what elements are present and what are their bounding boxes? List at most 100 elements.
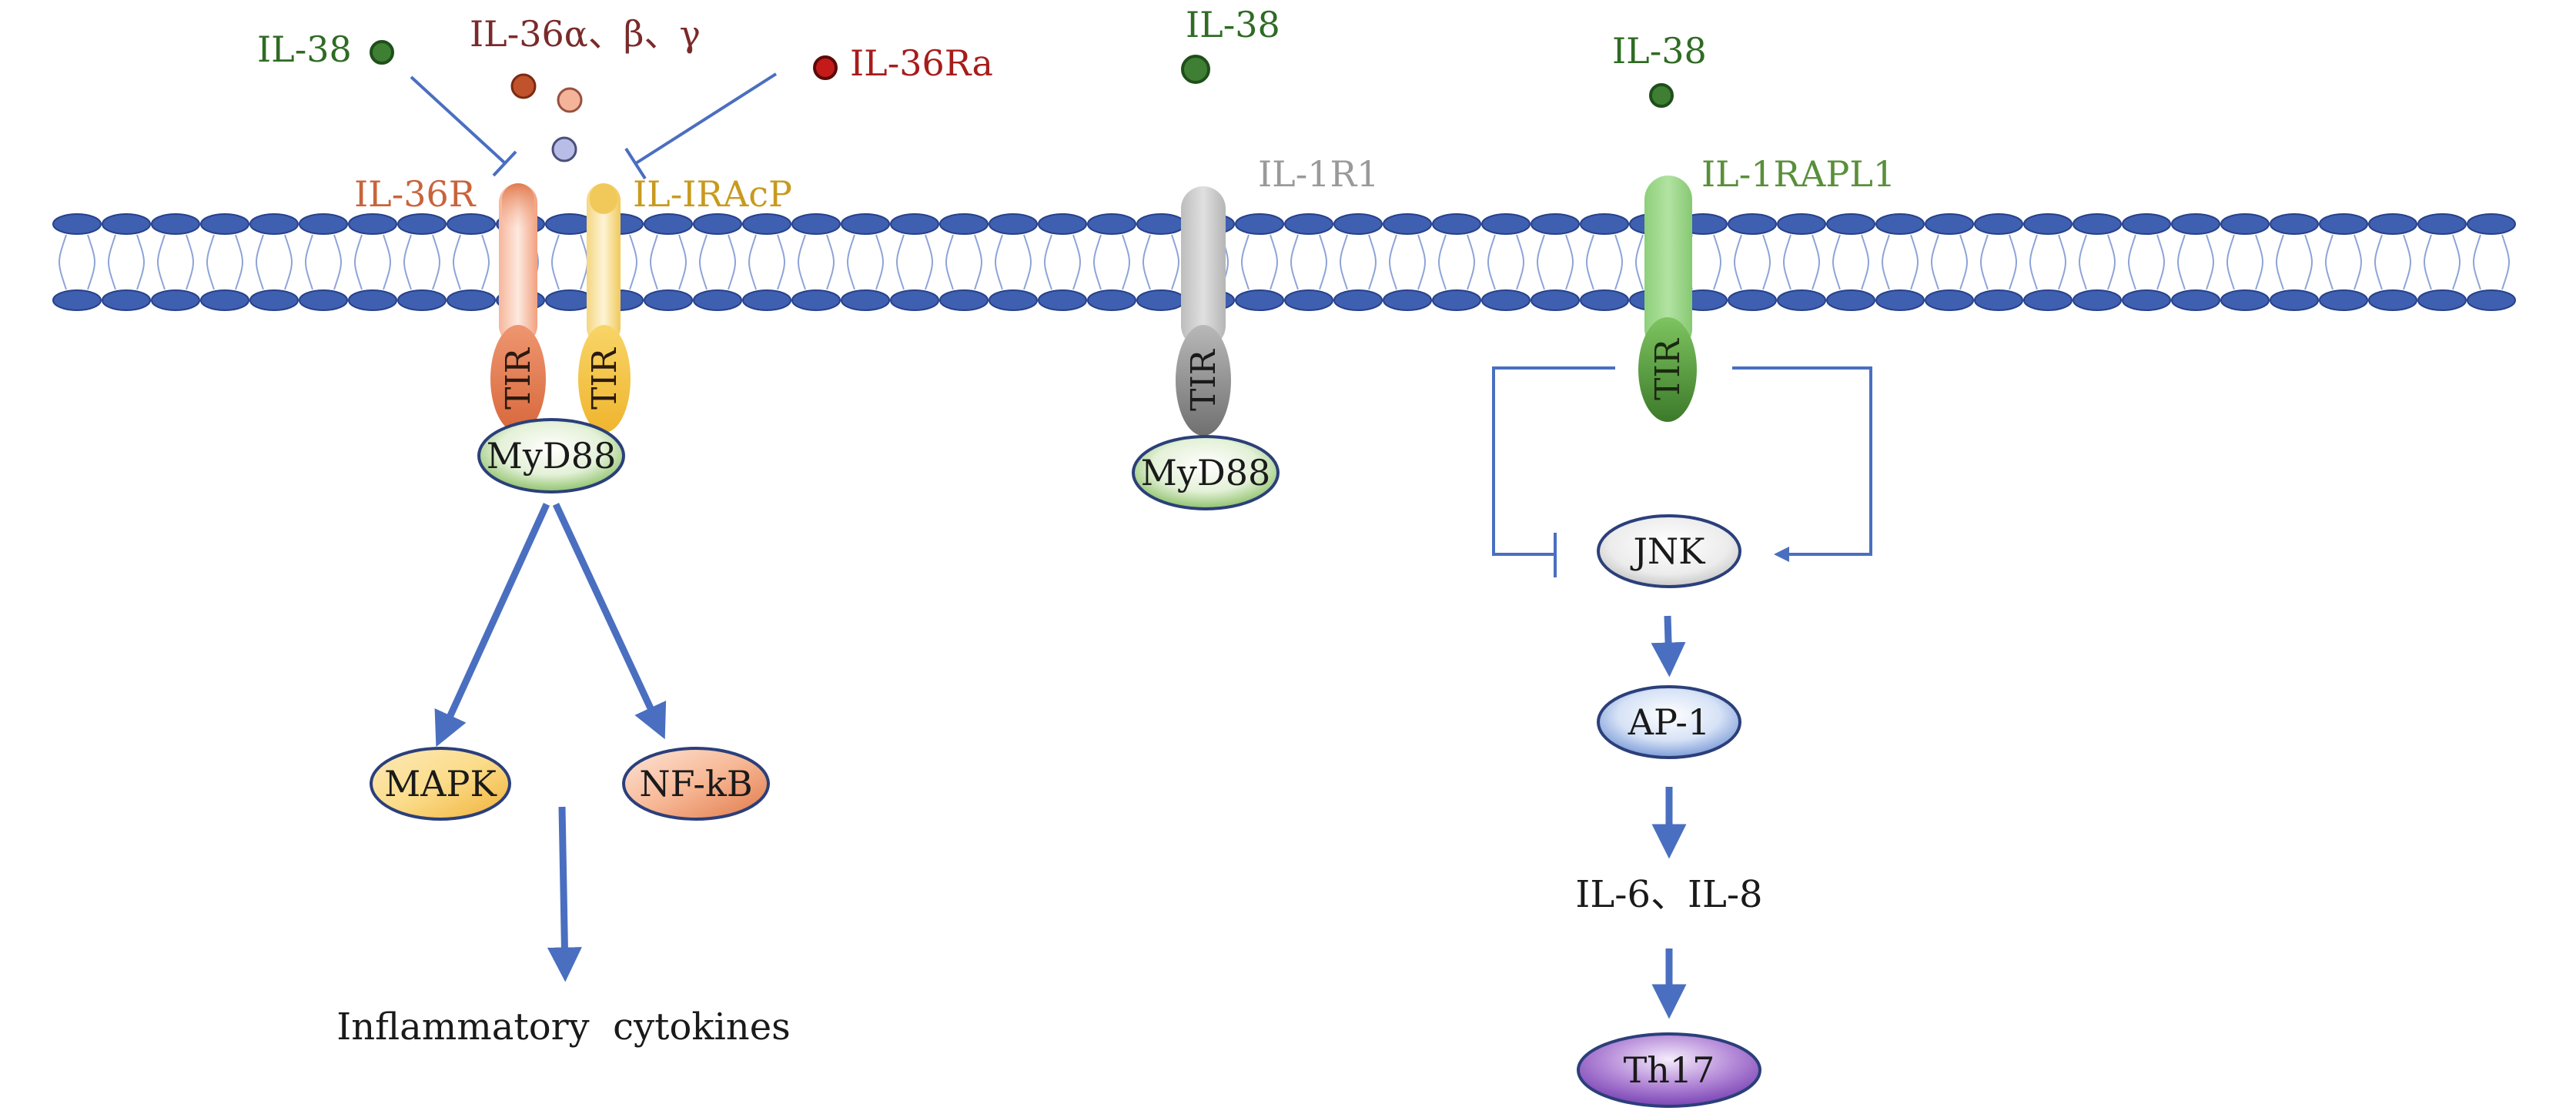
lipid-tail [896,234,933,290]
myd88-left-node [477,418,625,493]
lipid-head [348,213,397,235]
lipid-head [2220,213,2270,235]
il1rapl1-pathway: JNK AP-1 IL-6、IL-8 Th17 [1492,366,1872,1108]
lipid-tail [305,234,342,290]
lipid-head [693,213,742,235]
lipid-head [545,289,594,311]
lipid-tail [1586,234,1623,290]
il1r1-stalk [1181,186,1226,348]
lipid-head [1875,213,1925,235]
il1rapl1-tir-label: TIR [1648,337,1688,400]
il38-center-dot [1181,55,1210,84]
il36r-tir-label: TIR [499,346,538,410]
lipid-tail [1241,234,1278,290]
il36ra-label: IL-36Ra [850,42,993,84]
il1racp-tir-domain [578,325,631,433]
to-cytokines-arrow [547,806,582,982]
lipid-head [2368,289,2417,311]
jnk-to-ap1-arrow [1651,615,1686,677]
lipid-tail [256,234,293,290]
lipid-tail [995,234,1032,290]
lipid-head [2270,289,2319,311]
lipid-head [447,213,496,235]
il1racp-label: IL-IRAcP [633,173,792,215]
lipid-head [1826,289,1875,311]
jnk-label: JNK [1630,530,1706,572]
lipid-head [249,213,299,235]
lipid-head [299,213,348,235]
lipid-tail [1832,234,1869,290]
lipid-bilayer [52,213,2516,311]
lipid-tail [2177,234,2214,290]
lipid-head [1826,213,1875,235]
lipid-head [1481,213,1531,235]
lipid-head [791,213,841,235]
lipid-head [1038,289,1087,311]
lipid-head [2270,213,2319,235]
lipid-head [2073,213,2122,235]
lipid-tail [1389,234,1426,290]
myd88-center-label: MyD88 [1141,452,1271,493]
lipid-tail [2276,234,2313,290]
il36ra-dot [813,55,838,80]
lipid-head [890,289,939,311]
il38-left-label: IL-38 [257,28,352,70]
nfkb-node [622,747,770,821]
myd88-left-label: MyD88 [487,435,617,477]
il36r-receptor: IL-36R TIR [354,173,546,433]
th17-label: Th17 [1624,1049,1715,1091]
lipid-head [1235,213,1284,235]
lipid-head [1087,213,1136,235]
lipid-tail [2226,234,2263,290]
lipid-head [1875,289,1925,311]
il38-left-dot [370,40,394,65]
il1racp-cap [590,183,617,214]
lipid-head [102,213,151,235]
lipid-head [2417,289,2467,311]
lipid-tail [748,234,785,290]
lipid-head [1925,213,1974,235]
lipid-head [1580,289,1629,311]
lipid-head [1383,289,1432,311]
lipid-head [2171,289,2220,311]
lipid-head [1925,289,1974,311]
lipid-tail [403,234,440,290]
lipid-head [2467,289,2516,311]
lipid-tail [945,234,982,290]
lipid-tail [1931,234,1968,290]
il36r-cap [502,183,534,229]
lipid-head [1432,213,1481,235]
lipid-head [2122,213,2171,235]
lipid-tail [59,234,95,290]
lipid-tail [1487,234,1524,290]
il36-pathway: MyD88 MAPK NF-kB Inflammatory cytokines [336,418,791,1049]
lipid-tail [2374,234,2411,290]
lipid-tail [1537,234,1574,290]
lipid-head [693,289,742,311]
lipid-head [1087,289,1136,311]
il1racp-stalk [587,183,621,345]
lipid-head [1728,289,1777,311]
il36-alpha-dot [510,73,537,99]
lipid-head [52,289,102,311]
tir-inhibits-jnk-line [1492,366,1615,577]
lipid-tail [354,234,391,290]
il1r1-label: IL-1R1 [1258,153,1379,195]
lipid-head [2023,213,2073,235]
il36-agonists-label: IL-36α、β、γ [470,13,701,55]
lipid-head [2122,289,2171,311]
lipid-head [1580,213,1629,235]
lipid-head [545,213,594,235]
lipid-head [102,289,151,311]
lipid-head [249,289,299,311]
lipid-head [1136,289,1186,311]
lipid-head [1038,213,1087,235]
lipid-head [1136,213,1186,235]
lipid-head [1235,289,1284,311]
mapk-node [370,747,511,821]
lipid-tail [1882,234,1919,290]
il36r-tir-domain [490,325,546,433]
il36-beta-dot [557,87,583,113]
lipid-head [1481,289,1531,311]
